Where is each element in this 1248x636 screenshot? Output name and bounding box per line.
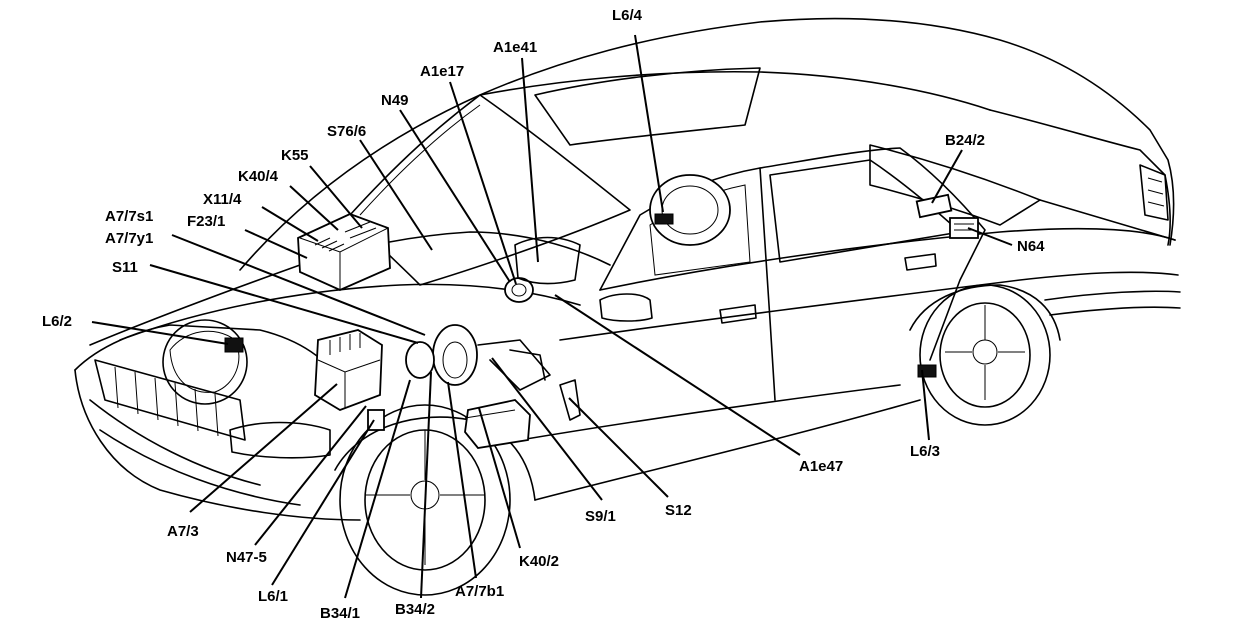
a7-3-hydraulic-unit bbox=[314, 329, 383, 411]
components bbox=[224, 174, 979, 449]
label-s12: S12 bbox=[665, 502, 692, 519]
label-l6-1: L6/1 bbox=[258, 588, 288, 605]
label-b34-1: B34/1 bbox=[320, 605, 360, 622]
k40-2-relay-box bbox=[464, 399, 531, 449]
label-k40-2: K40/2 bbox=[519, 553, 559, 570]
label-l6-3: L6/3 bbox=[910, 443, 940, 460]
car-body bbox=[74, 17, 1181, 596]
k55-relay-box bbox=[297, 213, 391, 291]
b24-2-component bbox=[915, 193, 953, 219]
label-a1e17: A1e17 bbox=[420, 63, 464, 80]
label-a1e47: A1e47 bbox=[799, 458, 843, 475]
s12-switch bbox=[559, 379, 581, 421]
label-x11-4: X11/4 bbox=[203, 191, 242, 208]
label-k55: K55 bbox=[281, 147, 309, 164]
label-n64: N64 bbox=[1017, 238, 1045, 255]
label-l6-4: L6/4 bbox=[612, 7, 643, 24]
l6-4-component bbox=[649, 174, 731, 246]
leader-lines bbox=[91, 34, 1013, 599]
l6-4-sensor bbox=[654, 213, 674, 225]
label-a7-7y1: A7/7y1 bbox=[105, 230, 153, 247]
label-a7-7s1: A7/7s1 bbox=[105, 208, 153, 225]
label-n49: N49 bbox=[381, 92, 409, 109]
label-b24-2: B24/2 bbox=[945, 132, 985, 149]
label-s11: S11 bbox=[112, 259, 138, 276]
labels: L6/4 A1e41 A1e17 N49 S76/6 K55 K40/4 X11… bbox=[42, 7, 1045, 622]
label-s76-6: S76/6 bbox=[327, 123, 366, 140]
label-l6-2: L6/2 bbox=[42, 313, 72, 330]
a7-7-brake-booster bbox=[432, 324, 478, 386]
label-b34-2: B34/2 bbox=[395, 601, 435, 618]
label-s9-1: S9/1 bbox=[585, 508, 616, 525]
label-n47-5: N47-5 bbox=[226, 549, 267, 566]
label-a1e41: A1e41 bbox=[493, 39, 537, 56]
label-a7-7b1: A7/7b1 bbox=[455, 583, 504, 600]
l6-3-sensor bbox=[917, 364, 937, 378]
n64-component bbox=[949, 217, 979, 239]
label-f23-1: F23/1 bbox=[187, 213, 225, 230]
l6-2-sensor bbox=[224, 337, 244, 353]
label-k40-4: K40/4 bbox=[238, 168, 279, 185]
label-a7-3: A7/3 bbox=[167, 523, 199, 540]
